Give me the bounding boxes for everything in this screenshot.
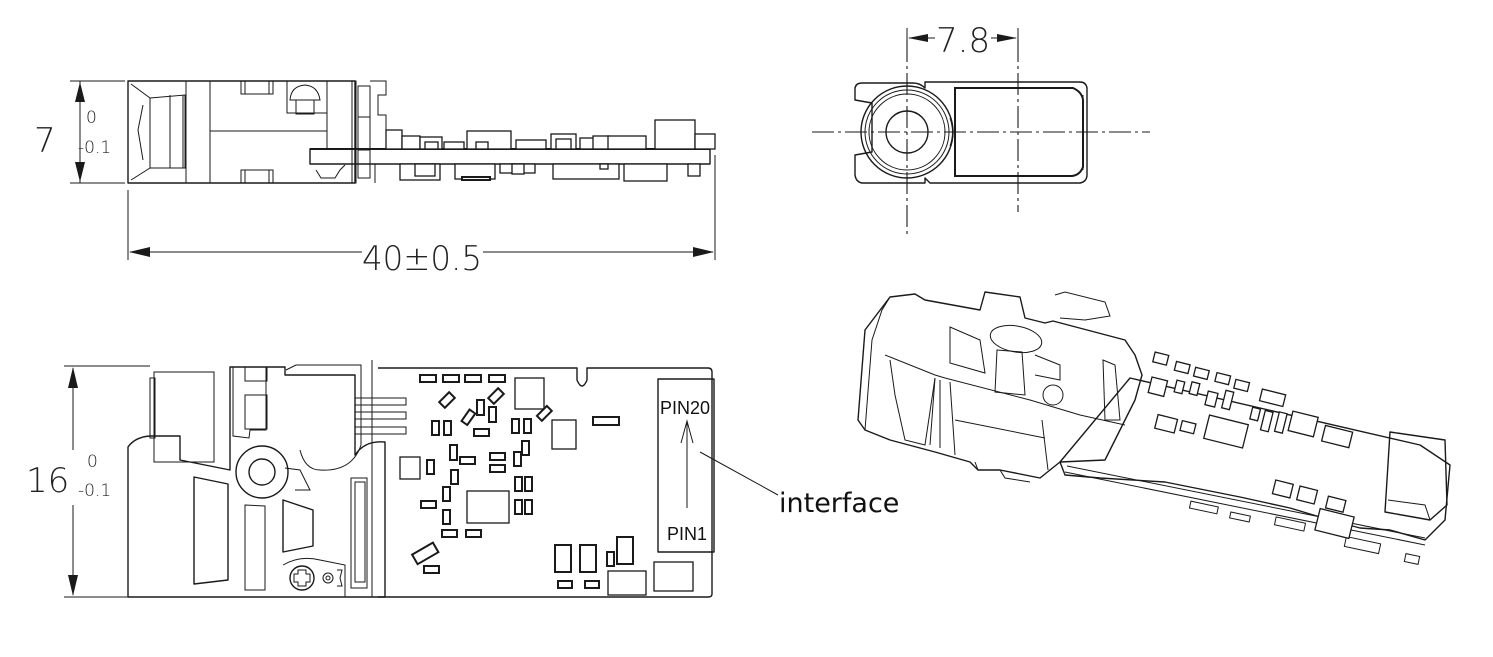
arrow-up-icon xyxy=(680,419,694,444)
top-pcb xyxy=(378,367,713,598)
arrow-up-icon xyxy=(68,367,78,388)
isometric-view xyxy=(857,291,1451,565)
arrow-right-icon xyxy=(693,247,714,257)
iso-components xyxy=(1147,351,1355,540)
length-dimension: 40±0.5 xyxy=(127,155,716,279)
height-nominal: 7 xyxy=(34,121,56,161)
width-lower-tolerance: -0.1 xyxy=(78,481,111,501)
smd-components xyxy=(399,374,694,596)
interface-callout: interface xyxy=(699,451,899,519)
length-label: 40±0.5 xyxy=(362,239,482,279)
top-housing xyxy=(127,360,407,598)
pin20-label: PIN20 xyxy=(660,398,710,418)
screw-icon xyxy=(289,565,315,591)
top-view: 16 0 -0.1 xyxy=(26,360,899,598)
height-dimension: 7 0 -0.1 xyxy=(34,80,125,184)
arrow-left-icon xyxy=(129,247,150,257)
arrow-left-icon xyxy=(908,34,928,42)
interface-label: interface xyxy=(779,488,899,519)
pin1-label: PIN1 xyxy=(667,524,707,544)
arrow-right-icon xyxy=(997,34,1017,42)
width-nominal: 16 xyxy=(26,461,69,501)
center-distance-label: 7.8 xyxy=(936,21,990,61)
height-upper-tolerance: 0 xyxy=(86,108,97,128)
interface-connector: PIN20 PIN1 xyxy=(657,378,715,553)
arrow-down-icon xyxy=(68,575,78,596)
arrow-up-icon xyxy=(75,82,85,102)
side-pcb xyxy=(309,119,716,183)
side-housing xyxy=(127,80,387,184)
width-upper-tolerance: 0 xyxy=(87,452,98,472)
arrow-down-icon xyxy=(75,162,85,182)
height-lower-tolerance: -0.1 xyxy=(78,138,111,158)
width-dimension: 16 0 -0.1 xyxy=(26,365,150,598)
side-view: 7 0 -0.1 xyxy=(34,80,716,279)
center-distance-dimension: 7.8 xyxy=(906,21,1019,61)
end-view: 7.8 xyxy=(812,21,1150,235)
